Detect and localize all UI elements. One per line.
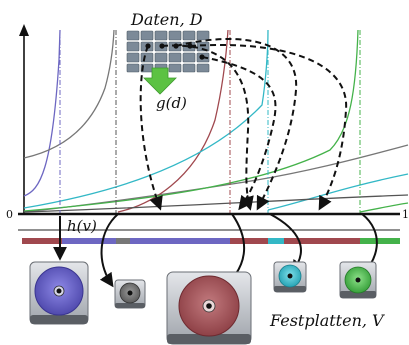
y-axis-arrowhead (19, 24, 29, 36)
curve-purple (23, 29, 61, 197)
disk-red (166, 271, 252, 345)
h-label: h(v) (67, 217, 97, 235)
green-down-arrow-icon (143, 67, 177, 95)
data-grid-icon (126, 30, 210, 73)
disk-purple (29, 261, 89, 325)
curve-gray-low (23, 144, 409, 213)
disk-green (339, 261, 377, 299)
disk-gray (114, 279, 146, 309)
data-title: Daten, D (130, 10, 203, 29)
curves (23, 29, 409, 213)
curve-cyan-right (267, 173, 409, 211)
data-hash-arrows (139, 37, 348, 211)
curve-green-left (23, 29, 359, 212)
one-tick-label: 1 (402, 208, 409, 221)
disks-label: Festplatten, V (269, 311, 385, 330)
curve-gray-top (23, 194, 409, 213)
disk-cyan (273, 261, 307, 293)
curve-green-right (359, 202, 409, 213)
curve-gray-left (23, 29, 115, 159)
g-label: g(d) (156, 94, 187, 112)
zero-tick-label: 0 (6, 208, 13, 221)
disk-point-markers (59, 30, 361, 214)
interval-bar (22, 238, 400, 244)
curve-cyan-left (23, 29, 269, 209)
